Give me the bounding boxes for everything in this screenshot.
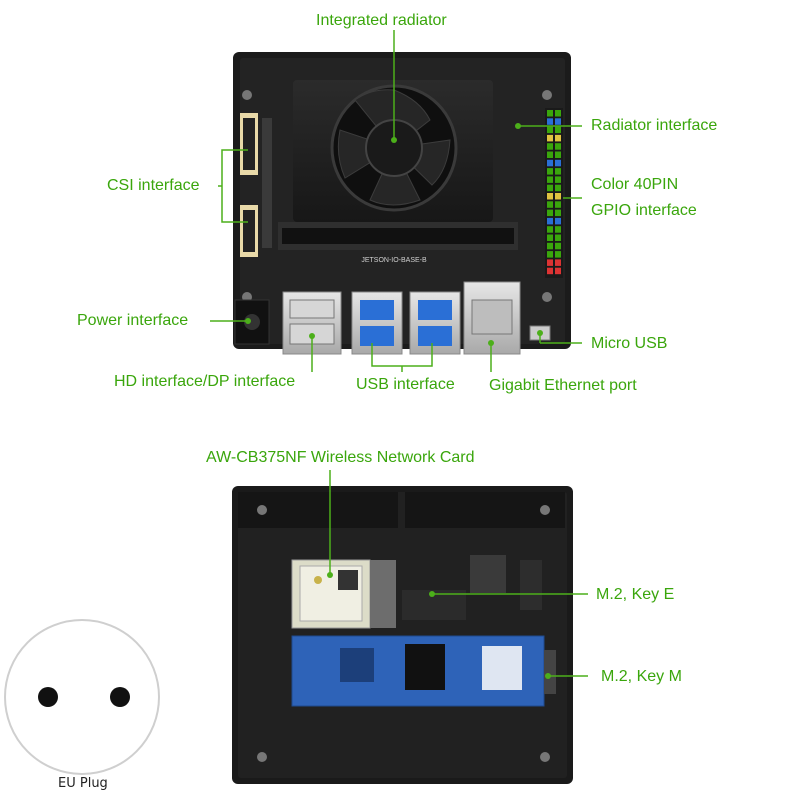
label-hd-dp-interface: HD interface/DP interface (114, 373, 296, 390)
heatsink-module (278, 80, 518, 250)
label-power-interface: Power interface (77, 312, 189, 329)
label-m2-key-m: M.2, Key M (601, 668, 682, 685)
label-gpio-line1: Color 40PIN (591, 176, 679, 193)
gpio-pin (555, 184, 561, 192)
label-eu-plug: EU Plug (58, 776, 108, 791)
gpio-pin (555, 217, 561, 225)
gpio-pin (555, 134, 561, 142)
gpio-pin (555, 201, 561, 208)
gpio-pin (555, 126, 561, 134)
label-usb-interface: USB interface (356, 376, 455, 393)
gpio-pin (555, 242, 561, 250)
gpio-pin (555, 151, 561, 158)
top-io-ports (234, 281, 551, 355)
gpio-pin (547, 209, 553, 217)
gpio-pin (547, 201, 553, 208)
gpio-pin (547, 151, 553, 158)
gpio-pin (555, 226, 561, 233)
gpio-pin (547, 126, 553, 134)
m2-key-e-slot (402, 555, 542, 620)
gpio-pin (547, 134, 553, 142)
label-csi-interface: CSI interface (107, 177, 200, 194)
gpio-pin (555, 143, 561, 150)
label-micro-usb: Micro USB (591, 335, 668, 352)
label-radiator-interface: Radiator interface (591, 117, 718, 134)
label-wireless-card: AW-CB375NF Wireless Network Card (206, 449, 475, 466)
gpio-pin (547, 176, 553, 183)
gpio-pin (547, 217, 553, 225)
gpio-pin (547, 226, 553, 233)
gpio-pin (547, 251, 553, 258)
gpio-pin (555, 267, 561, 275)
csi-connectors (240, 113, 272, 257)
label-integrated-radiator: Integrated radiator (316, 12, 447, 29)
gpio-pin (555, 209, 561, 217)
eu-plug-icon (4, 619, 160, 775)
gpio-pin (555, 168, 561, 175)
gpio-pin (547, 184, 553, 192)
gpio-pin (555, 118, 561, 125)
gpio-pin (555, 193, 561, 200)
gpio-pin (547, 168, 553, 175)
gpio-header (545, 108, 563, 278)
wireless-card (291, 559, 396, 629)
gpio-pin (547, 193, 553, 200)
gpio-pin (547, 267, 553, 275)
gpio-pin (555, 259, 561, 266)
gpio-pin (547, 259, 553, 266)
gpio-pin (555, 251, 561, 258)
gpio-pin (555, 176, 561, 183)
gpio-pin (555, 110, 561, 117)
gpio-pin (547, 242, 553, 250)
nvme-ssd (291, 635, 556, 707)
gpio-pin (555, 234, 561, 241)
gpio-pin (555, 159, 561, 167)
bottom-carrier-board (232, 486, 573, 784)
gpio-pin (547, 159, 553, 167)
leader-lines (210, 30, 588, 679)
gpio-pin (547, 143, 553, 150)
gpio-pin (547, 234, 553, 241)
silkscreen-text: JETSON-IO-BASE-B (361, 257, 427, 264)
gpio-pin (547, 118, 553, 125)
label-gigabit-ethernet: Gigabit Ethernet port (489, 377, 637, 394)
label-m2-key-e: M.2, Key E (596, 586, 675, 603)
label-gpio-line2: GPIO interface (591, 202, 697, 219)
gpio-pin (547, 110, 553, 117)
